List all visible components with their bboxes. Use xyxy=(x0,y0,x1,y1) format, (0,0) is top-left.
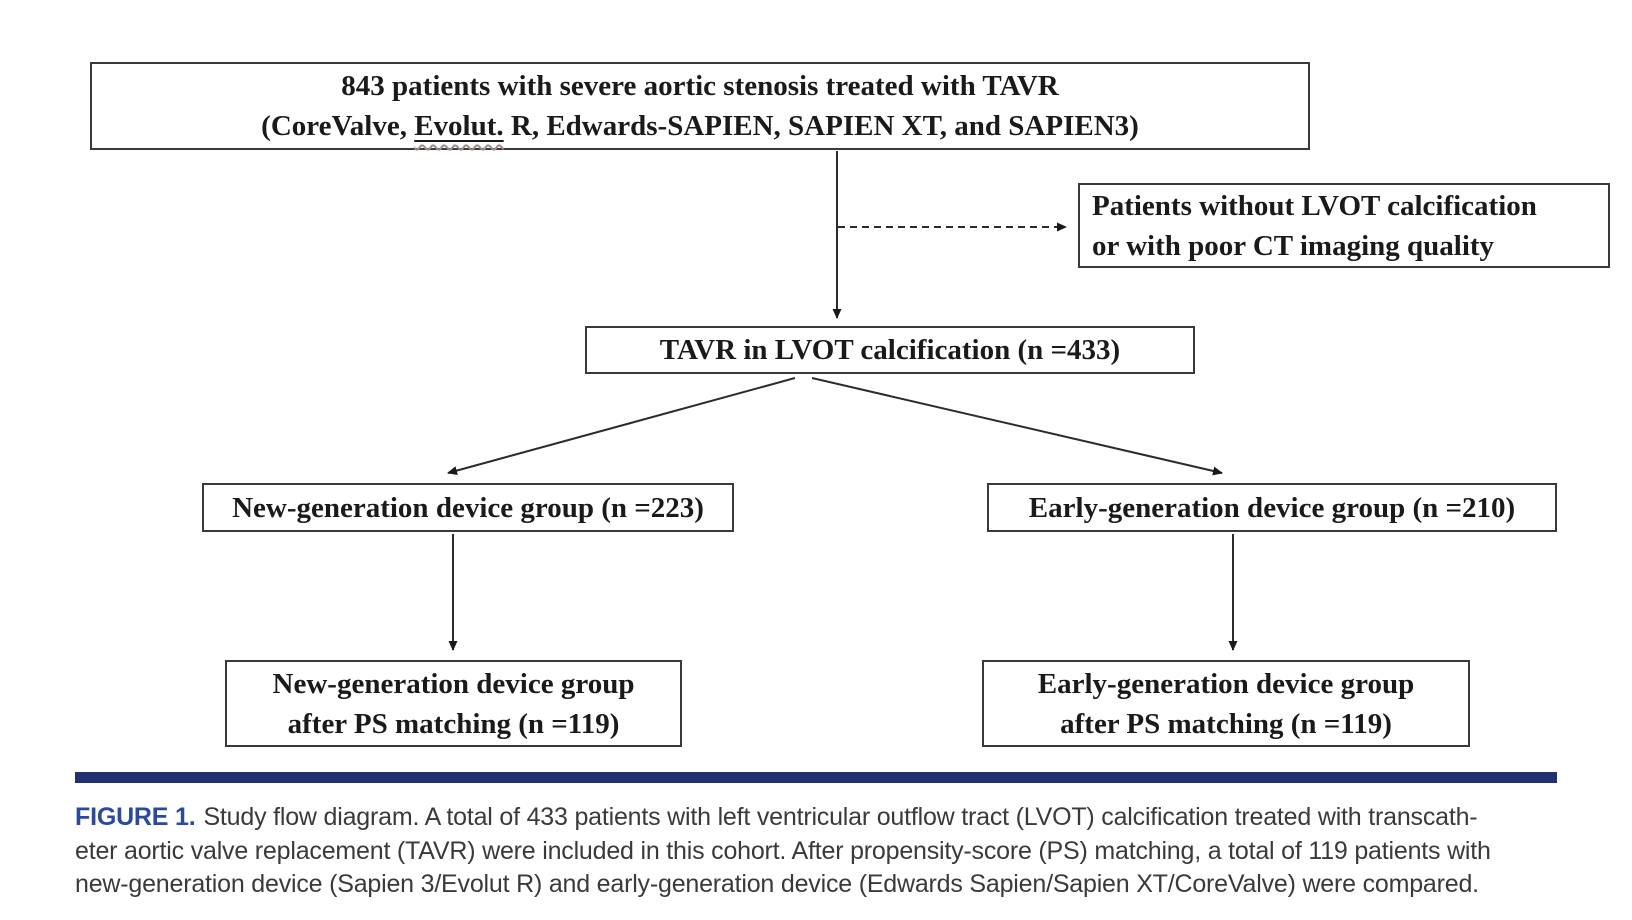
box-tavr-lvot: TAVR in LVOT calcification (n =433) xyxy=(585,326,1195,374)
new-generation-ps-line2: after PS matching (n =119) xyxy=(287,707,620,740)
early-generation-ps-line2: after PS matching (n =119) xyxy=(1060,707,1392,740)
exclusion-line2: or with poor CT imaging quality xyxy=(1092,229,1495,262)
new-generation-ps-line1: New-generation device group xyxy=(272,667,635,700)
arrow-tavr-to-newgen xyxy=(447,377,796,475)
caption-line-1-text: Study flow diagram. A total of 433 patie… xyxy=(203,803,1478,831)
box-early-generation: Early-generation device group (n =210) xyxy=(987,483,1557,532)
box-exclusion: Patients without LVOT calcification or w… xyxy=(1078,183,1610,268)
box-total-patients: 843 patients with severe aortic stenosis… xyxy=(90,62,1310,150)
caption-line-1: FIGURE 1.Study flow diagram. A total of … xyxy=(75,801,1575,835)
new-generation-label: New-generation device group (n =223) xyxy=(232,491,704,524)
total-patients-line1: 843 patients with severe aortic stenosis… xyxy=(341,70,1059,102)
total-patients-line2: (CoreValve, Evolut. R, Edwards-SAPIEN, S… xyxy=(261,110,1139,142)
box-early-generation-ps-matched: Early-generation device group after PS m… xyxy=(982,660,1470,747)
evolut-underlined-word: Evolut. xyxy=(414,110,504,142)
caption-line-2: eter aortic valve replacement (TAVR) wer… xyxy=(75,836,1491,865)
early-generation-ps-line1: Early-generation device group xyxy=(1037,667,1415,700)
tavr-lvot-label: TAVR in LVOT calcification (n =433) xyxy=(659,334,1121,366)
caption-divider-rule xyxy=(75,772,1557,783)
figure-caption: FIGURE 1.Study flow diagram. A total of … xyxy=(75,801,1575,902)
box-new-generation: New-generation device group (n =223) xyxy=(202,483,734,532)
figure-number-label: FIGURE 1. xyxy=(75,803,196,831)
early-generation-label: Early-generation device group (n =210) xyxy=(1028,491,1516,524)
exclusion-line1: Patients without LVOT calcification xyxy=(1092,189,1537,222)
arrow-tavr-to-earlygen xyxy=(811,377,1223,476)
box-new-generation-ps-matched: New-generation device group after PS mat… xyxy=(225,660,682,747)
caption-line-3: new-generation device (Sapien 3/Evolut R… xyxy=(75,870,1479,898)
